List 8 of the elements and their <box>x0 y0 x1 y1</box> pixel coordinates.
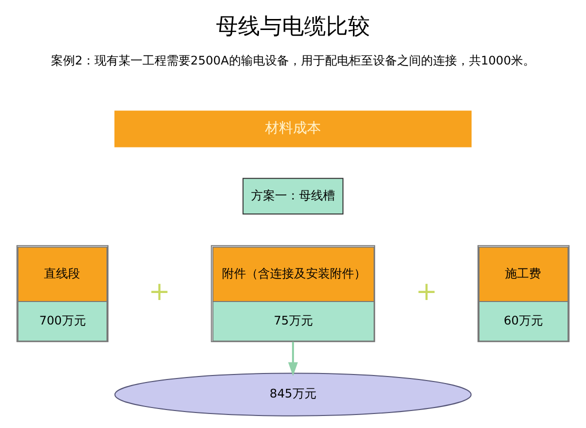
label: + <box>148 276 170 307</box>
label: 案例2：现有某一工程需要2500A的输电设备，用于配电柜至设备之间的连接，共1000米。 <box>50 54 536 68</box>
node-box: 材料成本 <box>114 110 472 148</box>
label: + <box>416 276 438 307</box>
node-ellipse: 845万元 <box>114 372 472 416</box>
node-box: 方案一：母线槽 <box>242 178 344 214</box>
arrow <box>288 342 298 376</box>
diagram-title: 母线与电缆比较 <box>216 14 370 40</box>
